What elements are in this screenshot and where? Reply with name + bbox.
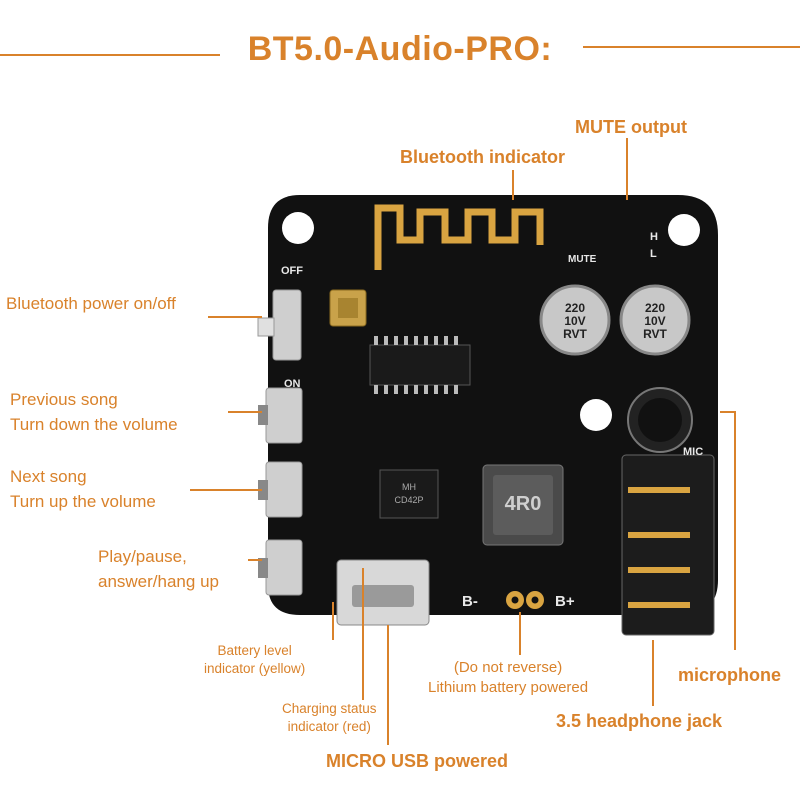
power-switch [272,289,302,361]
silk-b-plus: B+ [555,593,575,610]
silk-b-minus: B- [462,593,478,610]
label-battery-level-line2: indicator (yellow) [204,661,306,677]
label-battery-level: Battery level indicator (yellow) [204,642,305,678]
label-microphone: microphone [678,665,782,685]
main-ic [369,344,471,386]
mounting-hole [282,212,314,244]
silk-on: ON [284,378,301,390]
prev-button [265,387,303,444]
cap-left-text-2: 10V [564,314,585,328]
label-lithium-battery-line2: Lithium battery powered [428,679,589,697]
capacitor-right [619,284,691,356]
next-button-actuator [258,480,268,500]
cap-left-text-3: RVT [563,327,587,341]
silk-h: H [650,231,658,243]
headphone-jack [621,454,715,636]
silk-mute: MUTE [568,254,597,265]
label-charging-status: Charging status indicator (red) [282,700,377,736]
silk-off: OFF [281,265,303,277]
label-play-pause: Play/pause, answer/hang up [98,545,219,594]
label-previous-song: Previous song Turn down the volume [10,388,178,437]
cap-left-text-1: 220 [565,301,585,315]
label-lithium-battery: (Do not reverse) Lithium battery powered [428,658,588,699]
label-battery-level-line1: Battery level [217,643,292,658]
ic-small-text-1: MH [402,482,416,492]
microphone-mesh [638,398,682,442]
micro-usb-opening [352,585,414,607]
page-title: BT5.0-Audio-PRO: [0,30,800,69]
label-bluetooth-indicator: Bluetooth indicator [400,147,565,167]
label-mute-output: MUTE output [575,117,687,137]
power-switch-lever [257,317,275,337]
label-charging-status-line1: Charging status [282,701,377,716]
label-next-song: Next song Turn up the volume [10,465,156,514]
play-button-actuator [258,558,268,578]
inductor-text: 4R0 [505,493,542,515]
silk-l: L [650,248,657,260]
next-button [265,461,303,518]
prev-button-actuator [258,405,268,425]
inductor-top [493,475,553,535]
jack-contacts [628,487,690,608]
leader-lines [190,138,736,745]
label-micro-usb: MICRO USB powered [326,751,509,771]
play-button [265,539,303,596]
label-previous-song-line2: Turn down the volume [10,414,178,434]
capacitor-left [539,284,611,356]
main-ic-pins [374,336,458,394]
label-charging-status-line2: indicator (red) [287,719,371,735]
cap-right-text-3: RVT [643,327,667,341]
crystal-top [338,298,358,318]
ic-small-text-2: CD42P [394,495,423,505]
label-play-pause-line2: answer/hang up [98,571,219,591]
mounting-hole [668,214,700,246]
mounting-hole [580,399,612,431]
bluetooth-antenna [374,204,544,270]
label-lithium-battery-line1: (Do not reverse) [453,659,563,676]
charge-ic [379,469,439,519]
label-play-pause-line1: Play/pause, [98,547,187,566]
label-next-song-line2: Turn up the volume [10,491,156,511]
cap-right-text-1: 220 [645,301,665,315]
pcb-board: OFF ON MUTE H L MIC B- B+ 220 10V RVT 22… [257,195,718,636]
label-headphone-jack: 3.5 headphone jack [556,711,723,731]
label-bluetooth-power: Bluetooth power on/off [6,294,176,313]
label-next-song-line1: Next song [10,467,87,486]
label-previous-song-line1: Previous song [10,390,118,409]
silk-mic: MIC [683,446,703,458]
cap-right-text-2: 10V [644,314,665,328]
